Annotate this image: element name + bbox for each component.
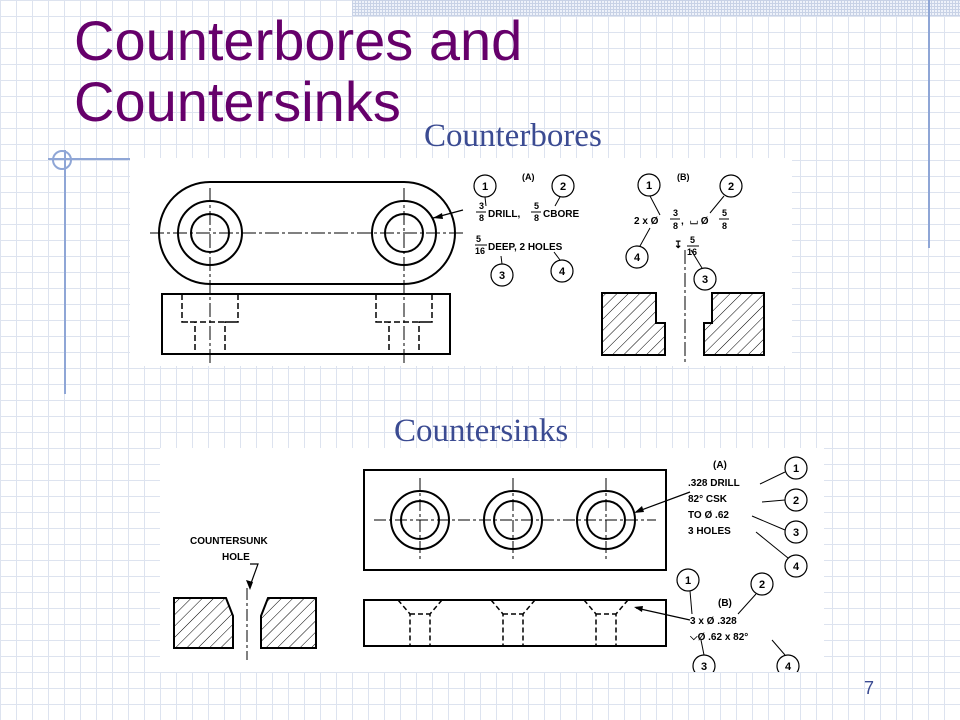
csk-a-line-2: 82° CSK (688, 494, 728, 505)
cb-a-drill-num: 3 (479, 201, 484, 211)
cb-b-balloon-1: 1 (646, 180, 652, 192)
cb-a-deep-num: 5 (476, 234, 481, 244)
title-line-2: Countersinks (74, 70, 401, 133)
csk-note-a-label: (A) (713, 460, 727, 471)
right-accent-line (928, 0, 930, 248)
csk-a-balloon-2: 2 (793, 495, 799, 507)
csk-note-b-label: (B) (718, 598, 732, 609)
cb-b-cbore-den: 8 (722, 221, 727, 231)
cb-b-cbore-num: 5 (722, 208, 727, 218)
title-line-1: Counterbores and (74, 9, 523, 72)
csk-plate-outline (363, 469, 667, 571)
counterbore-drawing: (A) 1 2 3 4 3 8 DRILL, 5 8 (150, 172, 765, 364)
countersink-drawing: COUNTERSUNK HOLE (173, 456, 808, 678)
page-number: 7 (864, 678, 875, 698)
cb-section-outline (161, 293, 451, 355)
cb-b-balloon-2: 2 (728, 181, 734, 193)
csk-a-line-4: 3 HOLES (688, 526, 731, 537)
csk-callout-line1: COUNTERSUNK (190, 536, 269, 547)
csk-a-balloon-4: 4 (793, 561, 800, 573)
cb-a-deep-text: DEEP, 2 HOLES (488, 242, 563, 253)
cb-b-drill-num: 3 (673, 208, 678, 218)
cb-a-cbore-text: CBORE (543, 209, 579, 220)
cb-a-cbore-den: 8 (534, 213, 539, 223)
csk-b-line-1: 3 x Ø .328 (690, 616, 737, 627)
counterbore-figure: (A) 1 2 3 4 3 8 DRILL, 5 8 (130, 158, 792, 366)
cb-b-balloon-4: 4 (634, 252, 641, 264)
cb-b-cbore-sym: ⌴ Ø (690, 216, 709, 227)
csk-b-balloon-4: 4 (785, 661, 792, 672)
csk-b-balloon-1: 1 (685, 575, 691, 587)
cb-b-drill-den: 8 (673, 221, 678, 231)
countersinks-heading: Countersinks (394, 413, 569, 449)
cb-note-b-label: (B) (677, 172, 690, 182)
csk-small-right-material (260, 597, 317, 649)
slide-title: Counterbores and Countersinks (74, 10, 522, 132)
cb-b-depth-sym: ↧ (674, 240, 682, 251)
cb-a-deep-den: 16 (475, 246, 485, 256)
counterbores-heading: Counterbores (424, 118, 602, 154)
cb-a-drill-den: 8 (479, 213, 484, 223)
cb-a-balloon-3: 3 (499, 270, 505, 282)
cb-a-drill-text: DRILL, (488, 209, 520, 220)
cb-section-left-material (601, 292, 666, 356)
csk-small-left-material (173, 597, 234, 649)
left-accent-line (64, 150, 66, 394)
csk-a-balloon-3: 3 (793, 527, 799, 539)
cb-a-cbore-num: 5 (534, 201, 539, 211)
cb-note-a-label: (A) (522, 172, 535, 182)
cb-a-balloon-4: 4 (559, 266, 566, 278)
csk-a-line-1: .328 DRILL (688, 478, 740, 489)
cb-b-balloon-3: 3 (702, 274, 708, 286)
csk-b-balloon-2: 2 (759, 579, 765, 591)
csk-b-line-2: ⌵Ø .62 x 82° (689, 632, 748, 643)
cb-a-balloon-2: 2 (560, 181, 566, 193)
cb-section-right-material (703, 292, 765, 356)
cb-b-depth-den: 16 (687, 247, 697, 257)
csk-a-balloon-1: 1 (793, 463, 799, 475)
cb-b-qty: 2 x Ø (634, 216, 659, 227)
countersink-figure: COUNTERSUNK HOLE (160, 448, 824, 678)
csk-b-balloon-3: 3 (701, 661, 707, 672)
top-texture-band (352, 0, 960, 16)
csk-section-outline (363, 599, 667, 647)
cb-a-balloon-1: 1 (482, 181, 488, 193)
csk-a-line-3: TO Ø .62 (688, 510, 729, 521)
cb-hidden-right (375, 294, 433, 354)
cb-hidden-left (181, 294, 239, 354)
csk-callout-line2: HOLE (222, 552, 250, 563)
cb-b-depth-num: 5 (690, 235, 695, 245)
cb-b-sep: , (681, 216, 684, 227)
accent-circle (52, 150, 72, 170)
cb-leader-arrow (433, 213, 443, 219)
